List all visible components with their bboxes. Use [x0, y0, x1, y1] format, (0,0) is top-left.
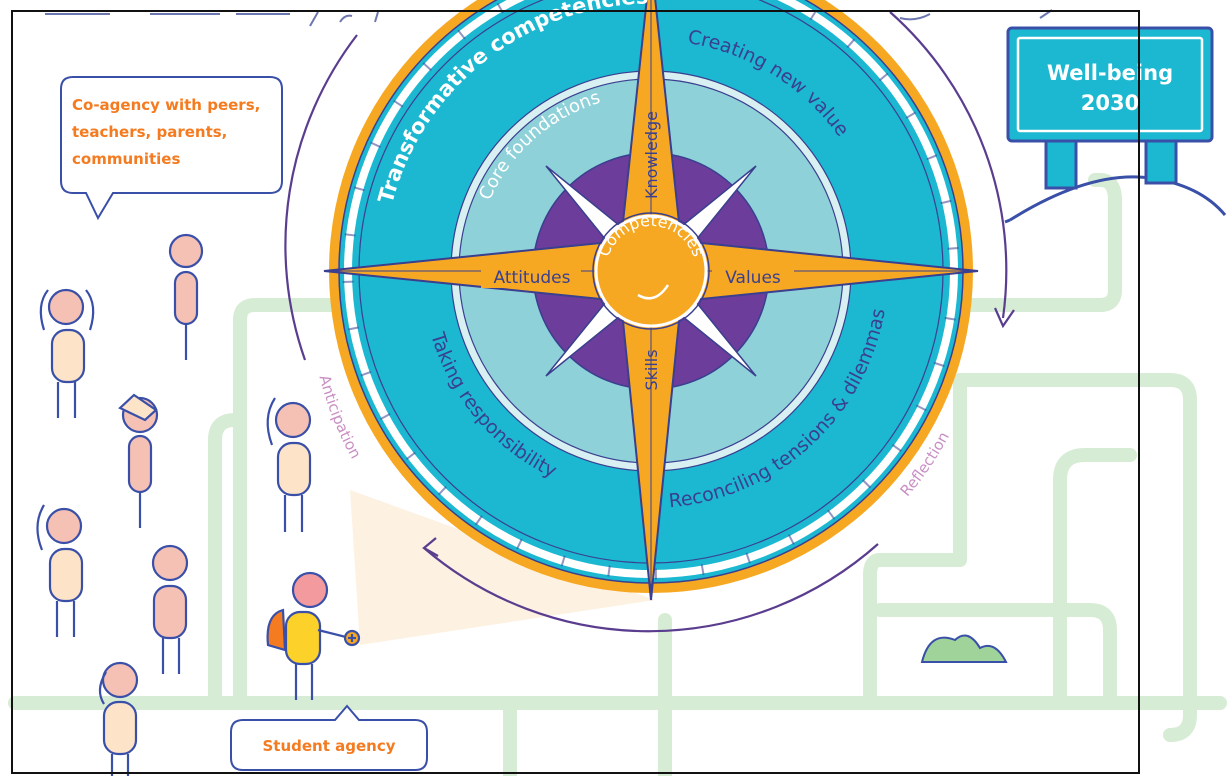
bubble-line2: teachers, parents, [72, 123, 227, 141]
bubble-line1: Co-agency with peers, [72, 96, 260, 114]
speech-bubble: Co-agency with peers, teachers, parents,… [60, 76, 283, 221]
peer-figures [36, 233, 312, 776]
student-figure [266, 571, 361, 700]
sign-post-left [1044, 136, 1078, 190]
needle-north-label: Knowledge [642, 111, 661, 199]
bubble-line3: communities [72, 150, 180, 168]
hill [1004, 136, 1227, 224]
peer-figure [98, 661, 139, 776]
goal-sign-line1: Well-being [1047, 61, 1173, 85]
path-network [8, 173, 1227, 780]
peer-figure [39, 288, 95, 418]
bush-icon [920, 634, 1008, 663]
cycle-arrows [284, 11, 1015, 633]
peer-figure [118, 393, 159, 528]
student-agency-text: Student agency [262, 737, 395, 755]
needle-east-label: Values [725, 268, 781, 288]
peer-figure [36, 504, 84, 637]
peer-figure [266, 397, 312, 532]
sign-post-right [1144, 136, 1178, 185]
goal-sign: Well-being 2030 [1006, 26, 1214, 143]
compass: Competencies Attitudes Values Knowledge … [323, 0, 979, 601]
goal-sign-line2: 2030 [1081, 91, 1139, 115]
peer-figure [168, 233, 204, 360]
anticipation-cone [350, 490, 655, 645]
needle-west-label: Attitudes [494, 268, 571, 288]
needle-south-label: Skills [642, 349, 661, 390]
student-agency-label: Student agency [230, 704, 428, 771]
peer-figure [151, 544, 189, 674]
top-decoration [45, 9, 1053, 27]
